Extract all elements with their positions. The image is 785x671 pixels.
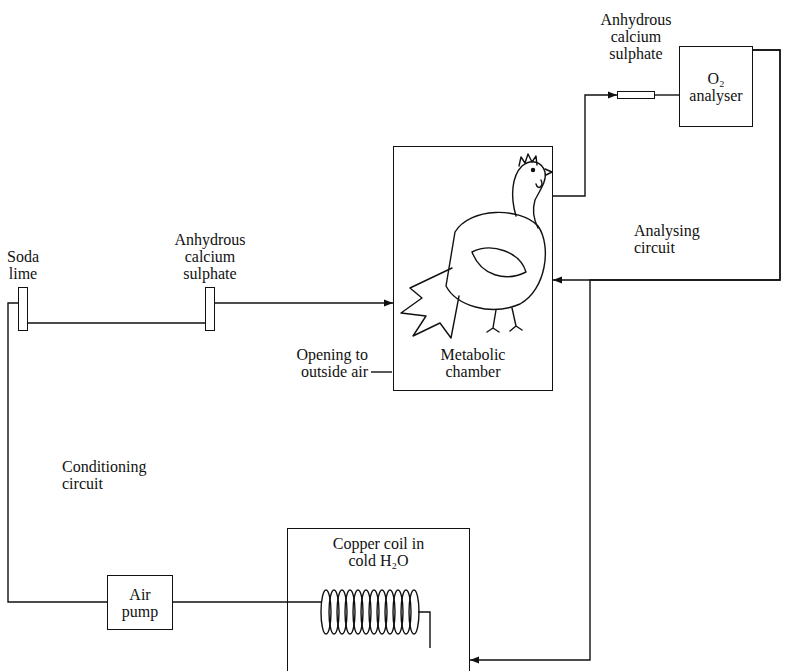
coil-winding	[409, 590, 419, 634]
air-pipe	[470, 50, 780, 660]
box-label: Copper coil in cold H₂O	[324, 535, 434, 569]
absorber-tube: Soda lime	[18, 287, 28, 331]
metabolic-chamber: Metabolic chamber	[393, 146, 553, 391]
box-label: Metabolic chamber	[427, 346, 519, 380]
circuit-label: Conditioning circuit	[62, 458, 162, 492]
part-label: Anhydrous calcium sulphate	[170, 231, 250, 282]
air-pipe	[215, 302, 393, 303]
box-label: Air pump	[119, 586, 161, 620]
absorber-tube: Anhydrous calcium sulphate	[617, 91, 655, 99]
air-pipe	[655, 94, 679, 95]
air-pipe	[553, 95, 617, 196]
air-pipe	[28, 322, 205, 323]
absorber-tube: Anhydrous calcium sulphate	[205, 287, 215, 331]
part-label: Soda lime	[2, 248, 44, 282]
pump-box: Air pump	[107, 575, 173, 630]
rooster-drawing	[401, 154, 552, 338]
circuit-label: Analysing circuit	[634, 222, 714, 256]
air-pipe	[553, 50, 780, 280]
air-pipe	[173, 601, 287, 602]
leader-line	[371, 371, 392, 372]
air-pipe	[8, 303, 107, 602]
box-label: O₂ analyser	[684, 70, 748, 104]
part-label: Anhydrous calcium sulphate	[596, 11, 676, 62]
callout-label: Opening to outside air	[288, 346, 368, 380]
cooling-coil-box: Copper coil in cold H₂O	[287, 528, 470, 671]
copper-coil	[288, 590, 430, 648]
analyser-box: O₂ analyser	[679, 46, 753, 127]
